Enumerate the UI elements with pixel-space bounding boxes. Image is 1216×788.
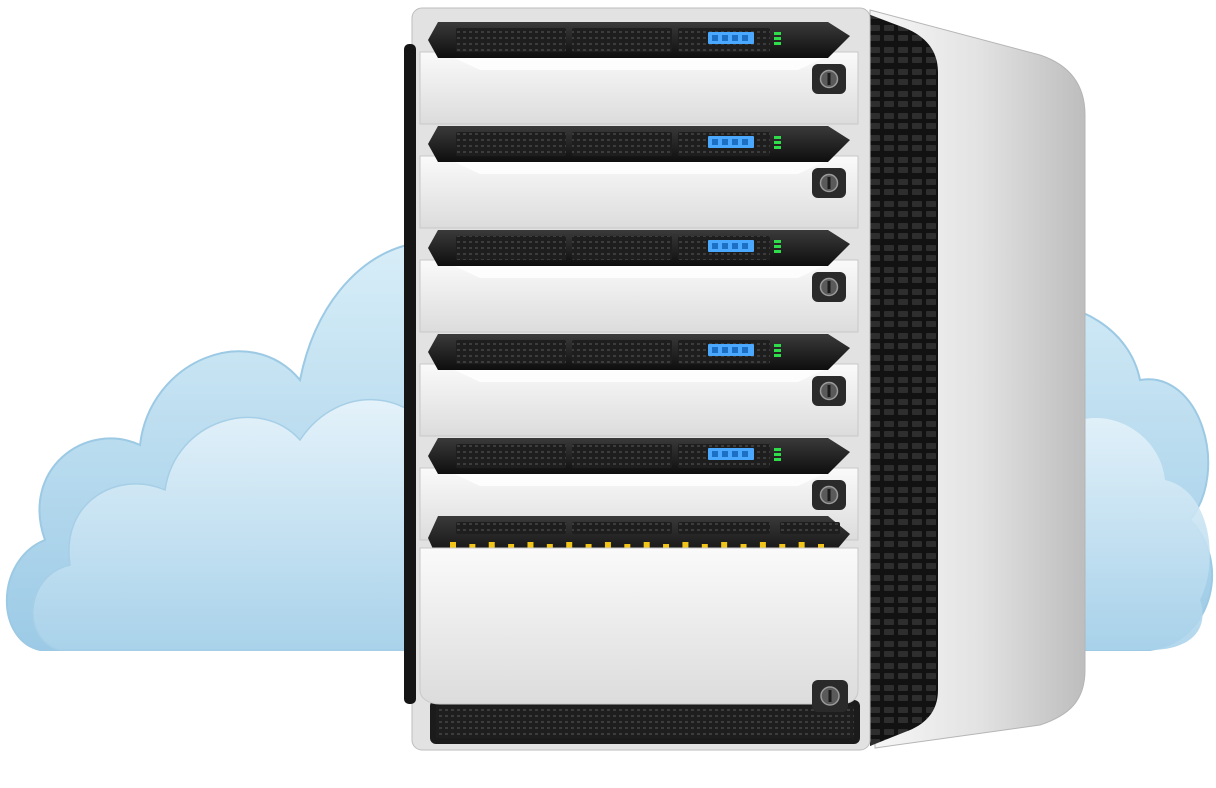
drive-led [682,542,689,548]
drive-led [488,542,495,548]
vent-grille [456,340,566,364]
lock-icon [812,480,846,510]
lock-icon [812,168,846,198]
drive-led [527,542,534,548]
drive-led [663,544,670,550]
drive-led [585,544,592,550]
vent-grille [456,132,566,156]
drive-led [740,544,747,550]
status-led-icon [774,136,781,149]
vent-grille [678,522,770,534]
server-unit [419,334,859,437]
vent-grille [456,236,566,260]
drive-led [508,544,515,550]
server-unit [419,22,859,125]
lock-icon [812,64,846,94]
vent-grille [572,444,672,468]
drive-led [643,542,650,548]
drive-led [818,544,824,550]
vent-grille [456,444,566,468]
lock-icon [812,376,846,406]
status-led-icon [774,32,781,45]
drive-led [450,542,456,548]
vent-grille [780,522,840,534]
vent-grille [572,522,672,534]
drive-led [624,544,631,550]
status-led-icon [774,240,781,253]
drive-led [721,542,728,548]
vent-grille [572,340,672,364]
bottom-panel [419,547,859,712]
server-unit [419,230,859,333]
vent-grille [456,522,566,534]
status-led-icon [774,448,781,461]
chassis-left-edge [404,44,416,704]
drive-led [759,542,766,548]
drive-led [701,544,708,550]
drive-led [566,542,573,548]
lock-icon [812,680,848,712]
server-unit [419,126,859,229]
vent-grille [456,28,566,52]
drive-led [779,544,786,550]
drive-led [546,544,553,550]
drive-led [798,542,805,548]
drive-led [469,544,476,550]
lock-icon [812,272,846,302]
vent-grille [572,28,672,52]
vent-grille [572,132,672,156]
vent-grille [572,236,672,260]
drive-led [604,542,611,548]
status-led-icon [774,344,781,357]
